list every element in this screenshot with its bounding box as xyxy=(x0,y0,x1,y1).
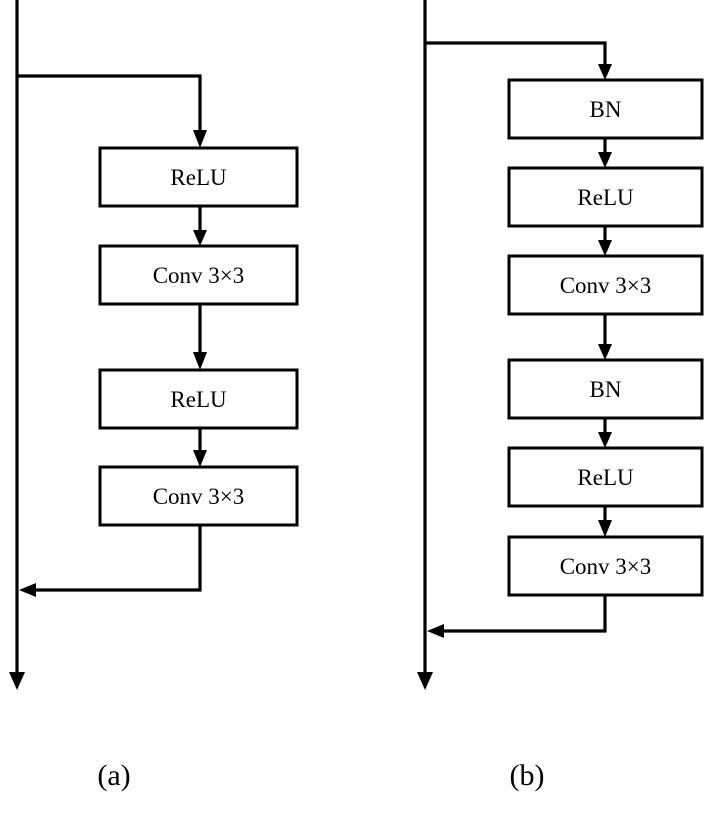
panel-b-arrowhead xyxy=(598,520,612,537)
panel-a: ReLU Conv 3×3 ReLU Conv 3×3 (a) xyxy=(9,0,299,792)
panel-b-arrowhead xyxy=(598,152,612,168)
panel-a-block-relu-2 xyxy=(98,368,299,430)
panel-b-block-label: ReLU xyxy=(577,465,634,490)
panel-a-branch-line xyxy=(17,74,202,132)
panel-a-block-label: Conv 3×3 xyxy=(153,484,245,509)
panel-b-block-label: Conv 3×3 xyxy=(560,273,652,298)
panel-b-output-arrowhead xyxy=(417,672,433,690)
panel-a-merge-line xyxy=(34,525,202,592)
panel-b-block-bn-2 xyxy=(507,358,704,420)
panel-a-block-label: ReLU xyxy=(170,165,227,190)
panel-b-block-conv-2 xyxy=(507,535,704,597)
panel-a-caption: (a) xyxy=(97,759,130,792)
panel-b-block-label: Conv 3×3 xyxy=(560,554,652,579)
panel-a-block-label: ReLU xyxy=(170,387,227,412)
panel-b-arrowhead xyxy=(598,344,612,360)
panel-b-block-label: BN xyxy=(590,377,622,402)
panel-b-block-bn-1 xyxy=(507,78,704,140)
panel-a-block-conv-1 xyxy=(98,244,299,306)
panel-b-block-label: ReLU xyxy=(577,185,634,210)
panel-b-caption: (b) xyxy=(510,759,545,792)
panel-b-block-conv-1 xyxy=(507,254,704,316)
panel-b: BN ReLU Conv 3×3 BN ReLU Conv 3×3 (b) xyxy=(417,0,704,792)
panel-a-arrowhead xyxy=(193,352,207,370)
panel-b-merge-line xyxy=(442,595,607,633)
panel-a-block-label: Conv 3×3 xyxy=(153,263,245,288)
panel-b-block-relu-1 xyxy=(507,166,704,228)
panel-a-arrowhead xyxy=(193,130,207,148)
panel-b-block-label: BN xyxy=(590,97,622,122)
panel-b-arrowhead xyxy=(598,240,612,256)
panel-b-block-relu-2 xyxy=(507,446,704,508)
panel-b-arrowhead xyxy=(598,64,612,80)
panel-b-branch-line xyxy=(425,41,607,66)
panel-b-arrowhead xyxy=(598,432,612,448)
panel-a-arrowhead xyxy=(193,230,207,246)
panel-a-merge-arrowhead xyxy=(19,583,36,597)
panel-b-merge-arrowhead xyxy=(427,624,444,638)
panel-a-arrowhead xyxy=(193,450,207,467)
panel-a-output-arrowhead xyxy=(9,672,25,690)
